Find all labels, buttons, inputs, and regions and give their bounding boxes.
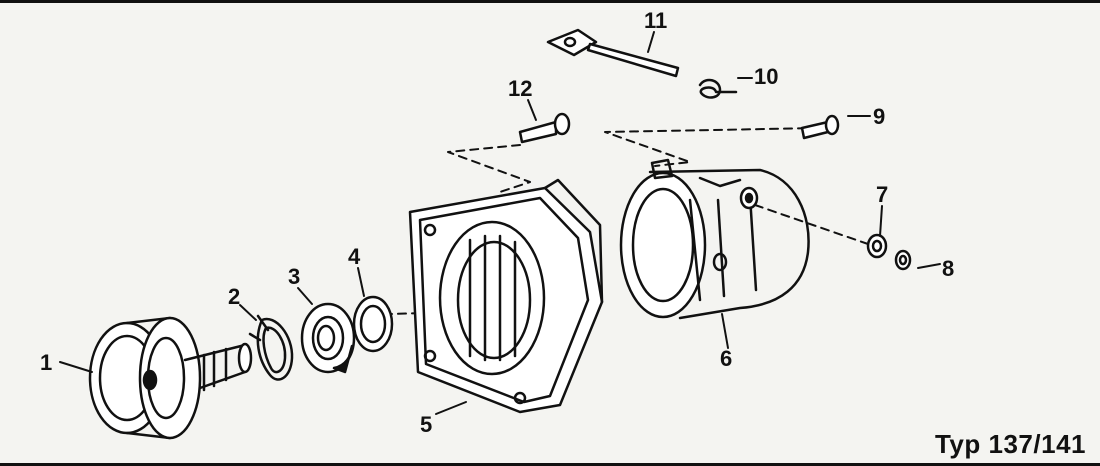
callout-3: 3	[288, 264, 300, 289]
part-2-circlip	[248, 314, 294, 381]
callout-leader-lines	[59, 31, 941, 415]
part-6-clutch-cover	[619, 158, 810, 320]
part-8-nut	[894, 249, 912, 271]
top-frame-line	[0, 0, 1100, 3]
part-3-ball-bearing	[300, 302, 356, 374]
callout-11: 11	[644, 8, 667, 33]
part-10-spring-clip	[698, 78, 738, 99]
model-type-label: Typ 137/141	[934, 429, 1086, 459]
part-4-ring	[352, 295, 394, 353]
callout-4: 4	[348, 244, 361, 269]
callout-8: 8	[942, 256, 954, 281]
bottom-frame-line	[0, 463, 1100, 466]
callout-6: 6	[720, 346, 732, 371]
callout-9: 9	[873, 104, 885, 129]
callout-10: 10	[754, 64, 778, 89]
callout-12: 12	[508, 76, 532, 101]
callout-2: 2	[228, 284, 240, 309]
part-7-washer	[866, 233, 888, 259]
part-9-screw	[800, 114, 840, 140]
callout-7: 7	[876, 182, 888, 207]
callout-1: 1	[40, 350, 52, 375]
part-1-clutch-drum	[88, 316, 253, 440]
part-5-housing-flange	[408, 178, 604, 414]
part-11-pin	[546, 28, 680, 78]
part-12-screw	[518, 112, 571, 144]
callout-5: 5	[420, 412, 432, 437]
